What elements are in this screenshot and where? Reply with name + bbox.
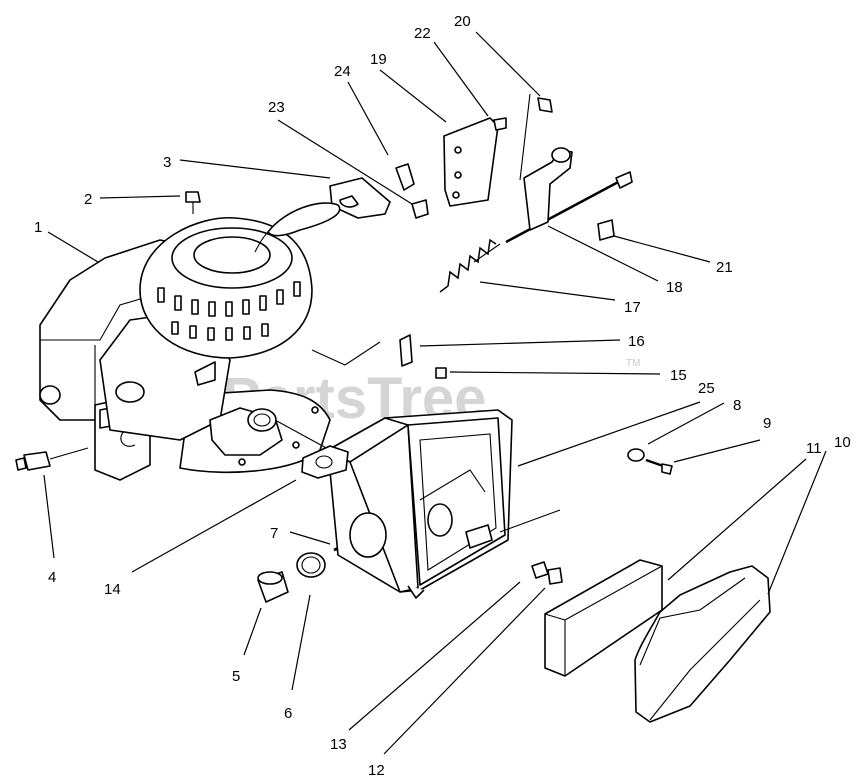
engine: [39, 217, 381, 481]
part-19-throttle-bracket: [443, 117, 499, 207]
callout-9: 9: [763, 415, 771, 432]
callout-16: 16: [628, 333, 645, 350]
callout-15: 15: [670, 367, 687, 384]
callout-6: 6: [284, 705, 292, 722]
base-bolt-hole: [311, 406, 319, 414]
part-4-spark-plug: [15, 447, 89, 471]
callout-labels: 1 2 3 4 5 6 7 8 9 10 11 12 13 14 15 16 1…: [34, 13, 851, 779]
part-5-plug: [257, 571, 289, 603]
callout-19: 19: [370, 51, 387, 68]
part-10-cover: [634, 565, 771, 723]
callout-12: 12: [368, 762, 385, 779]
part-8-washer: [627, 448, 645, 462]
callout-7: 7: [270, 525, 278, 542]
callout-1: 1: [34, 219, 42, 236]
leader-lines: [43, 31, 827, 755]
callout-25: 25: [698, 380, 715, 397]
part-16-bracket: [399, 334, 413, 367]
part-14-gasket: [301, 445, 349, 479]
callout-22: 22: [414, 25, 431, 42]
callout-5: 5: [232, 668, 240, 685]
air-cleaner-inlet: [349, 512, 387, 558]
callout-10: 10: [834, 434, 851, 451]
housing-bracket: [194, 361, 216, 386]
callout-11: 11: [806, 440, 822, 457]
part-17-spring: [439, 238, 501, 293]
watermark-trademark: TM: [626, 358, 640, 369]
part-25-air-cleaner-base: [327, 409, 513, 599]
part-9-screw: [645, 458, 673, 475]
callout-14: 14: [104, 581, 121, 598]
part-12-nut: [547, 567, 563, 585]
part-20-bolt: [537, 97, 553, 113]
callout-21: 21: [716, 259, 733, 276]
part-24-clip: [395, 163, 415, 191]
recoil-hub: [193, 236, 271, 274]
callout-20: 20: [454, 13, 471, 30]
callout-2: 2: [84, 191, 92, 208]
recoil-vents: [157, 281, 301, 341]
base-bolt-hole: [292, 441, 300, 449]
part-18-rod: [505, 171, 633, 244]
starter-rope-grip: [267, 202, 341, 237]
callout-3: 3: [163, 154, 171, 171]
part-21-nut: [597, 219, 615, 241]
carburetor-inlet: [247, 408, 277, 432]
part-15-screw: [435, 367, 447, 379]
callout-4: 4: [48, 569, 56, 586]
base-bolt-hole: [238, 458, 246, 466]
callout-13: 13: [330, 736, 347, 753]
governor-lever: [523, 147, 573, 231]
housing-port: [115, 381, 145, 403]
part-22-screw: [493, 117, 507, 131]
callout-23: 23: [268, 99, 285, 116]
callout-17: 17: [624, 299, 641, 316]
callout-8: 8: [733, 397, 741, 414]
callout-24: 24: [334, 63, 351, 80]
engine-port: [39, 385, 61, 405]
callout-18: 18: [666, 279, 683, 296]
part-3-starter-handle: [254, 177, 391, 253]
part-23-clip: [411, 199, 429, 219]
part-2-bolt: [185, 191, 201, 214]
part-13-nut: [531, 561, 549, 579]
part-6-o-ring: [296, 552, 326, 578]
